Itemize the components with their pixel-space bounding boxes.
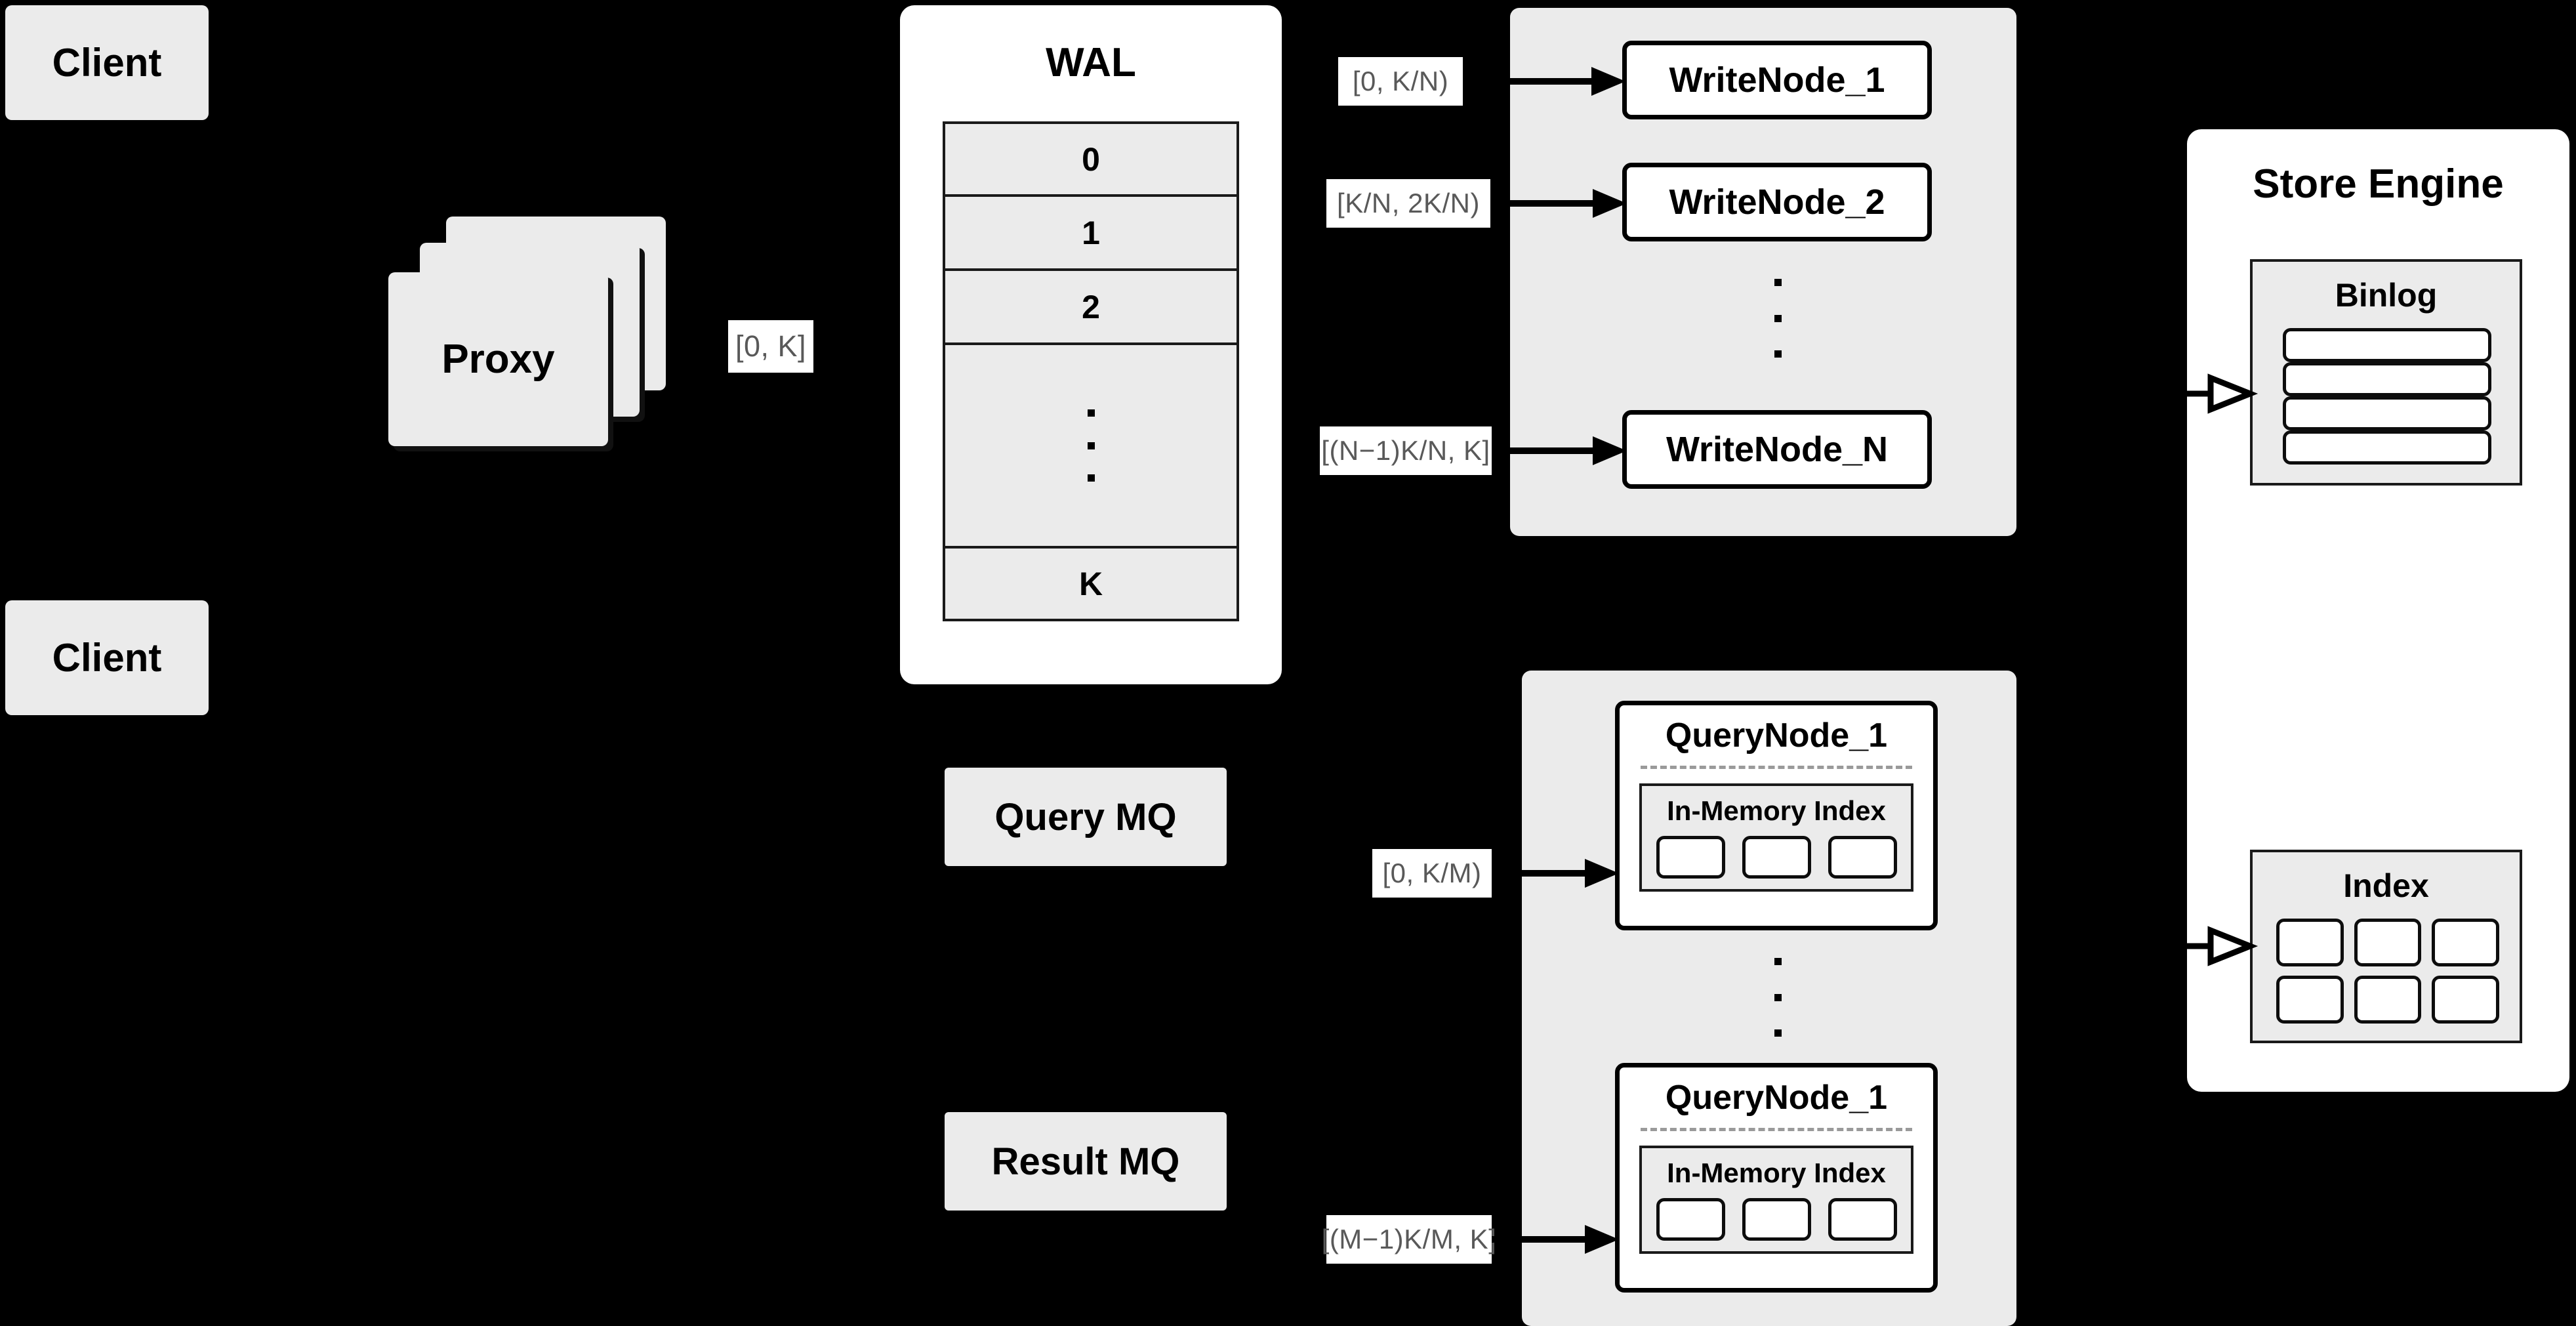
query-node-title: QueryNode_1 [1665, 1079, 1888, 1117]
query-node-m-range-label: [(M−1)K/M, K] [1322, 1215, 1496, 1264]
binlog-row[interactable] [2283, 430, 2491, 465]
index-cell[interactable] [2354, 919, 2422, 966]
result-mq-label: Result MQ [991, 1140, 1180, 1183]
write-node-label: WriteNode_1 [1669, 60, 1885, 100]
write-node-2[interactable]: WriteNode_2 [1622, 163, 1932, 241]
wal-entry-ellipsis [943, 344, 1239, 547]
arrow-to-write-node-2 [1490, 189, 1627, 218]
wal-title: WAL [1046, 39, 1136, 85]
store-index-label: Index [2343, 867, 2429, 904]
write-node-n[interactable]: WriteNode_N [1622, 410, 1932, 489]
query-mq-label: Query MQ [994, 795, 1177, 839]
write-node-2-range-label: [K/N, 2K/N) [1326, 179, 1490, 228]
index-segment[interactable] [1742, 1198, 1811, 1241]
index-cell[interactable] [2432, 976, 2499, 1024]
arrow-to-write-node-1 [1463, 67, 1625, 96]
client-label: Client [52, 41, 162, 85]
wal-entry[interactable]: 0 [943, 121, 1239, 196]
store-engine-title: Store Engine [2253, 161, 2504, 207]
index-cell[interactable] [2432, 919, 2499, 966]
write-node-label: WriteNode_N [1666, 430, 1889, 469]
arrow-to-write-node-n [1492, 436, 1627, 465]
client-label: Client [52, 636, 162, 680]
arrow-to-store-index [2102, 926, 2259, 966]
arrow-to-query-node-m [1492, 1225, 1619, 1254]
query-node-1[interactable]: QueryNode_1 In-Memory Index [1615, 701, 1938, 930]
index-cell[interactable] [2276, 976, 2344, 1024]
query-node-title: QueryNode_1 [1665, 716, 1888, 755]
in-memory-index-panel: In-Memory Index [1639, 783, 1913, 892]
write-node-label: WriteNode_2 [1669, 182, 1885, 222]
proxy-range-label: [0, K] [728, 320, 813, 373]
arrow-to-binlog [2102, 373, 2259, 414]
index-cell[interactable] [2276, 919, 2344, 966]
proxy-card-front[interactable]: Proxy [388, 272, 608, 446]
binlog-row[interactable] [2283, 328, 2491, 362]
wal-entry[interactable]: 2 [943, 270, 1239, 344]
wal-entry[interactable]: K [943, 547, 1239, 621]
index-segment[interactable] [1656, 836, 1725, 879]
query-node-1-range-label: [0, K/M) [1372, 849, 1492, 898]
in-memory-index-label: In-Memory Index [1667, 1157, 1886, 1188]
result-mq-box[interactable]: Result MQ [945, 1112, 1227, 1211]
vertical-ellipsis-icon [1087, 409, 1095, 482]
binlog-label: Binlog [2335, 277, 2438, 314]
index-segment[interactable] [1828, 1198, 1897, 1241]
query-mq-box[interactable]: Query MQ [945, 768, 1227, 866]
store-index-grid [2276, 919, 2499, 1024]
proxy-label: Proxy [441, 337, 555, 382]
query-node-m[interactable]: QueryNode_1 In-Memory Index [1615, 1063, 1938, 1293]
index-cell[interactable] [2354, 976, 2422, 1024]
client-box-top[interactable]: Client [5, 5, 209, 120]
write-node-1-range-label: [0, K/N) [1338, 57, 1463, 106]
index-segment[interactable] [1742, 836, 1811, 879]
query-cluster-ellipsis-icon [1767, 958, 1789, 1037]
binlog-row[interactable] [2283, 396, 2491, 430]
arrow-to-query-node-1 [1492, 859, 1619, 888]
client-box-bottom[interactable]: Client [5, 600, 209, 715]
query-node-separator [1641, 1128, 1912, 1131]
binlog-row[interactable] [2283, 362, 2491, 396]
write-node-1[interactable]: WriteNode_1 [1622, 41, 1932, 119]
in-memory-index-panel: In-Memory Index [1639, 1146, 1913, 1254]
wal-entry[interactable]: 1 [943, 196, 1239, 270]
in-memory-index-label: In-Memory Index [1667, 795, 1886, 826]
write-node-n-range-label: [(N−1)K/N, K] [1320, 426, 1492, 475]
write-cluster-ellipsis-icon [1767, 279, 1789, 358]
index-segment[interactable] [1828, 836, 1897, 879]
query-node-separator [1641, 766, 1912, 769]
index-segment[interactable] [1656, 1198, 1725, 1241]
